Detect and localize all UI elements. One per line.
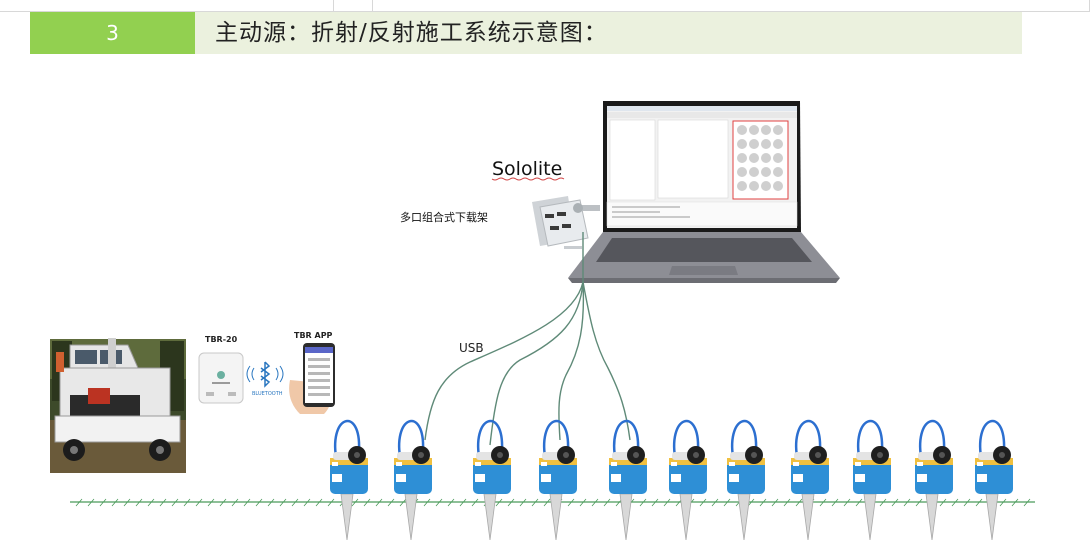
usb-label: USB — [459, 341, 484, 355]
laptop — [568, 101, 840, 283]
section-title: 主动源：折射/反射施工系统示意图： — [215, 20, 608, 46]
sensor-array — [330, 419, 1013, 541]
seismic-node — [330, 419, 368, 541]
bluetooth-label: BLUETOOTH — [252, 391, 283, 397]
phone-app — [289, 343, 335, 414]
seismic-node — [473, 419, 511, 541]
section-number: 3 — [30, 12, 195, 54]
seismic-node — [669, 419, 707, 541]
sololite-label: Sololite — [492, 158, 562, 180]
section-header: 3 主动源：折射/反射施工系统示意图： — [30, 12, 1022, 54]
tbr20-label: TBR-20 — [205, 335, 238, 344]
table-cell — [334, 0, 373, 12]
table-cell — [0, 0, 334, 12]
usb-rack — [532, 196, 600, 249]
usb-cables — [424, 232, 631, 446]
bluetooth-icon: BLUETOOTH — [246, 361, 284, 397]
seismic-node — [915, 419, 953, 541]
seismic-node — [791, 419, 829, 541]
seismic-node — [394, 419, 432, 541]
seismic-node — [853, 419, 891, 541]
seismic-node — [609, 419, 647, 541]
seismic-node — [539, 419, 577, 541]
seismic-node — [727, 419, 765, 541]
truck-photo — [50, 338, 186, 473]
tbrapp-label: TBR APP — [294, 331, 333, 340]
seismic-node — [975, 419, 1013, 541]
tbr20-device — [198, 352, 244, 404]
rack-label: 多口组合式下载架 — [400, 210, 488, 224]
spell-underline — [491, 177, 565, 181]
